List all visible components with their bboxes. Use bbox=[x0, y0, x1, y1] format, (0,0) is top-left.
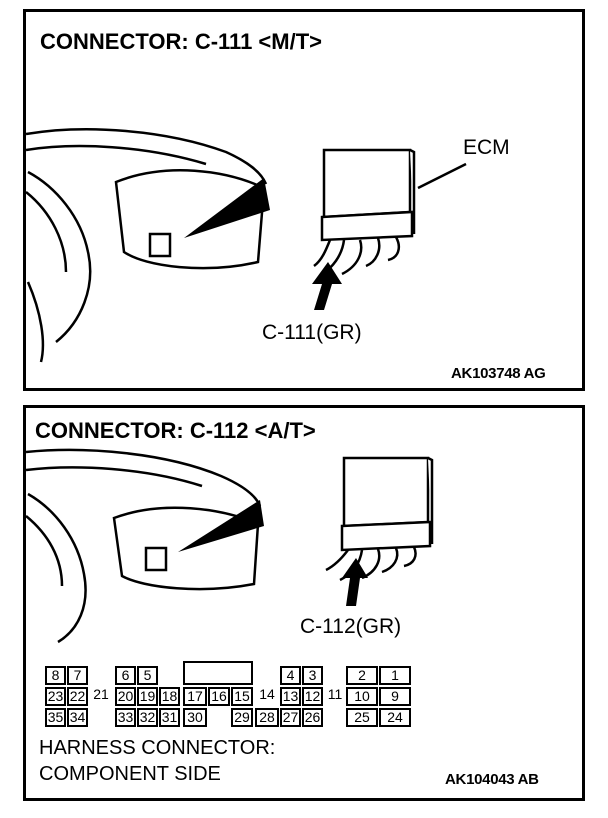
pointer-wedge bbox=[184, 178, 270, 238]
ecm-box bbox=[340, 456, 434, 552]
connector-label: C-111(GR) bbox=[262, 321, 362, 344]
dash-connector bbox=[148, 232, 172, 258]
connector-c111-panel: CONNECTOR: C-111 <M/T> bbox=[23, 9, 585, 391]
pin-8: 8 bbox=[45, 666, 66, 685]
connector-c112-panel: CONNECTOR: C-112 <A/T> C-112(GR) 8 bbox=[23, 405, 585, 801]
pin-18: 18 bbox=[159, 687, 180, 706]
pointer-wedge bbox=[178, 500, 264, 552]
ecm-label: ECM bbox=[463, 136, 510, 159]
harness-wires bbox=[313, 236, 400, 276]
pin-7: 7 bbox=[67, 666, 88, 685]
pin-34: 34 bbox=[67, 708, 88, 727]
dashboard-ecm-illustration bbox=[26, 448, 434, 644]
pin-14: 14 bbox=[255, 687, 279, 706]
ecm-leader-line bbox=[417, 162, 467, 190]
arrow-to-connector bbox=[342, 558, 368, 606]
pin-22: 22 bbox=[67, 687, 88, 706]
panel-title: CONNECTOR: C-112 <A/T> bbox=[35, 418, 316, 443]
figure-code: AK104043 AB bbox=[445, 771, 539, 788]
connector-key-blank bbox=[183, 661, 253, 685]
pin-30: 30 bbox=[183, 708, 207, 727]
footer-line-2: COMPONENT SIDE bbox=[39, 763, 221, 785]
harness-wires bbox=[325, 546, 417, 582]
pin-9: 9 bbox=[379, 687, 411, 706]
pin-15: 15 bbox=[231, 687, 253, 706]
pin-29: 29 bbox=[231, 708, 253, 727]
pin-27: 27 bbox=[280, 708, 301, 727]
pin-32: 32 bbox=[137, 708, 158, 727]
pin-25: 25 bbox=[346, 708, 378, 727]
pin-10: 10 bbox=[346, 687, 378, 706]
dashboard-outline bbox=[26, 448, 262, 644]
arrow-to-connector bbox=[312, 262, 342, 310]
ecm-box bbox=[320, 148, 416, 242]
harness-connector-caption: HARNESS CONNECTOR: COMPONENT SIDE bbox=[39, 735, 275, 787]
pin-13: 13 bbox=[280, 687, 301, 706]
pin-1: 1 bbox=[379, 666, 411, 685]
figure-code: AK103748 AG bbox=[451, 365, 546, 382]
pin-2: 2 bbox=[346, 666, 378, 685]
connector-label: C-112(GR) bbox=[300, 615, 402, 638]
pin-17: 17 bbox=[183, 687, 207, 706]
pin-3: 3 bbox=[302, 666, 323, 685]
pin-26: 26 bbox=[302, 708, 323, 727]
footer-line-1: HARNESS CONNECTOR: bbox=[39, 737, 276, 759]
pin-21: 21 bbox=[89, 687, 113, 706]
pin-11: 11 bbox=[324, 687, 346, 706]
dashboard-outline bbox=[26, 128, 268, 363]
panel-title: CONNECTOR: C-111 <M/T> bbox=[40, 29, 322, 54]
dash-connector bbox=[144, 546, 168, 572]
pin-23: 23 bbox=[45, 687, 66, 706]
pin-4: 4 bbox=[280, 666, 301, 685]
pin-20: 20 bbox=[115, 687, 136, 706]
pin-16: 16 bbox=[208, 687, 230, 706]
pin-5: 5 bbox=[137, 666, 158, 685]
pin-33: 33 bbox=[115, 708, 136, 727]
pin-31: 31 bbox=[159, 708, 180, 727]
pin-12: 12 bbox=[302, 687, 323, 706]
pin-35: 35 bbox=[45, 708, 66, 727]
dashboard-ecm-illustration bbox=[26, 128, 467, 363]
pin-19: 19 bbox=[137, 687, 158, 706]
pin-6: 6 bbox=[115, 666, 136, 685]
pin-24: 24 bbox=[379, 708, 411, 727]
pin-28: 28 bbox=[255, 708, 279, 727]
